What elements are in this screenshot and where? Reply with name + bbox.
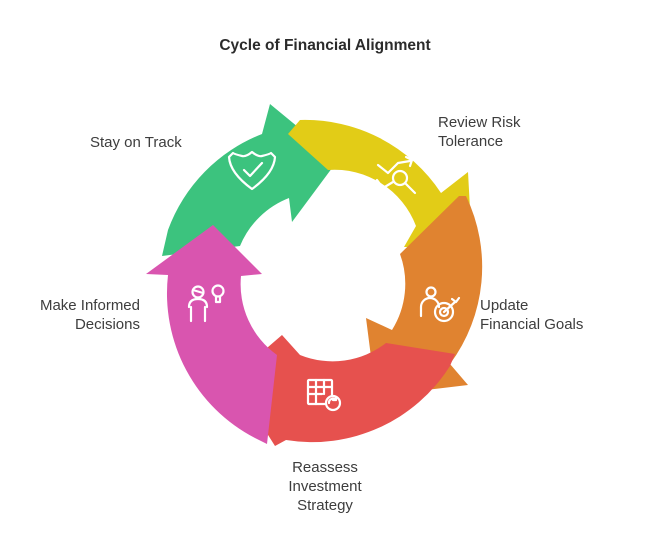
risk-analysis-icon (375, 155, 417, 195)
label-reassess-strategy: Reassess Investment Strategy (288, 459, 362, 514)
diagram-title: Cycle of Financial Alignment (219, 37, 431, 54)
decision-person-icon (187, 284, 225, 323)
segment-review-risk (288, 119, 472, 247)
strategy-table-icon (306, 378, 342, 412)
label-update-goals: Update Financial Goals (480, 297, 584, 333)
label-review-risk: Review Risk Tolerance (438, 114, 521, 150)
goal-target-icon (419, 286, 461, 323)
segment-reassess-strategy (232, 335, 455, 446)
segment-informed-decisions (146, 225, 277, 444)
label-stay-on-track: Stay on Track (90, 134, 182, 151)
segment-stay-on-track (162, 104, 338, 256)
label-informed-decisions: Make Informed Decisions (39, 297, 140, 333)
check-shield-icon (227, 150, 277, 191)
